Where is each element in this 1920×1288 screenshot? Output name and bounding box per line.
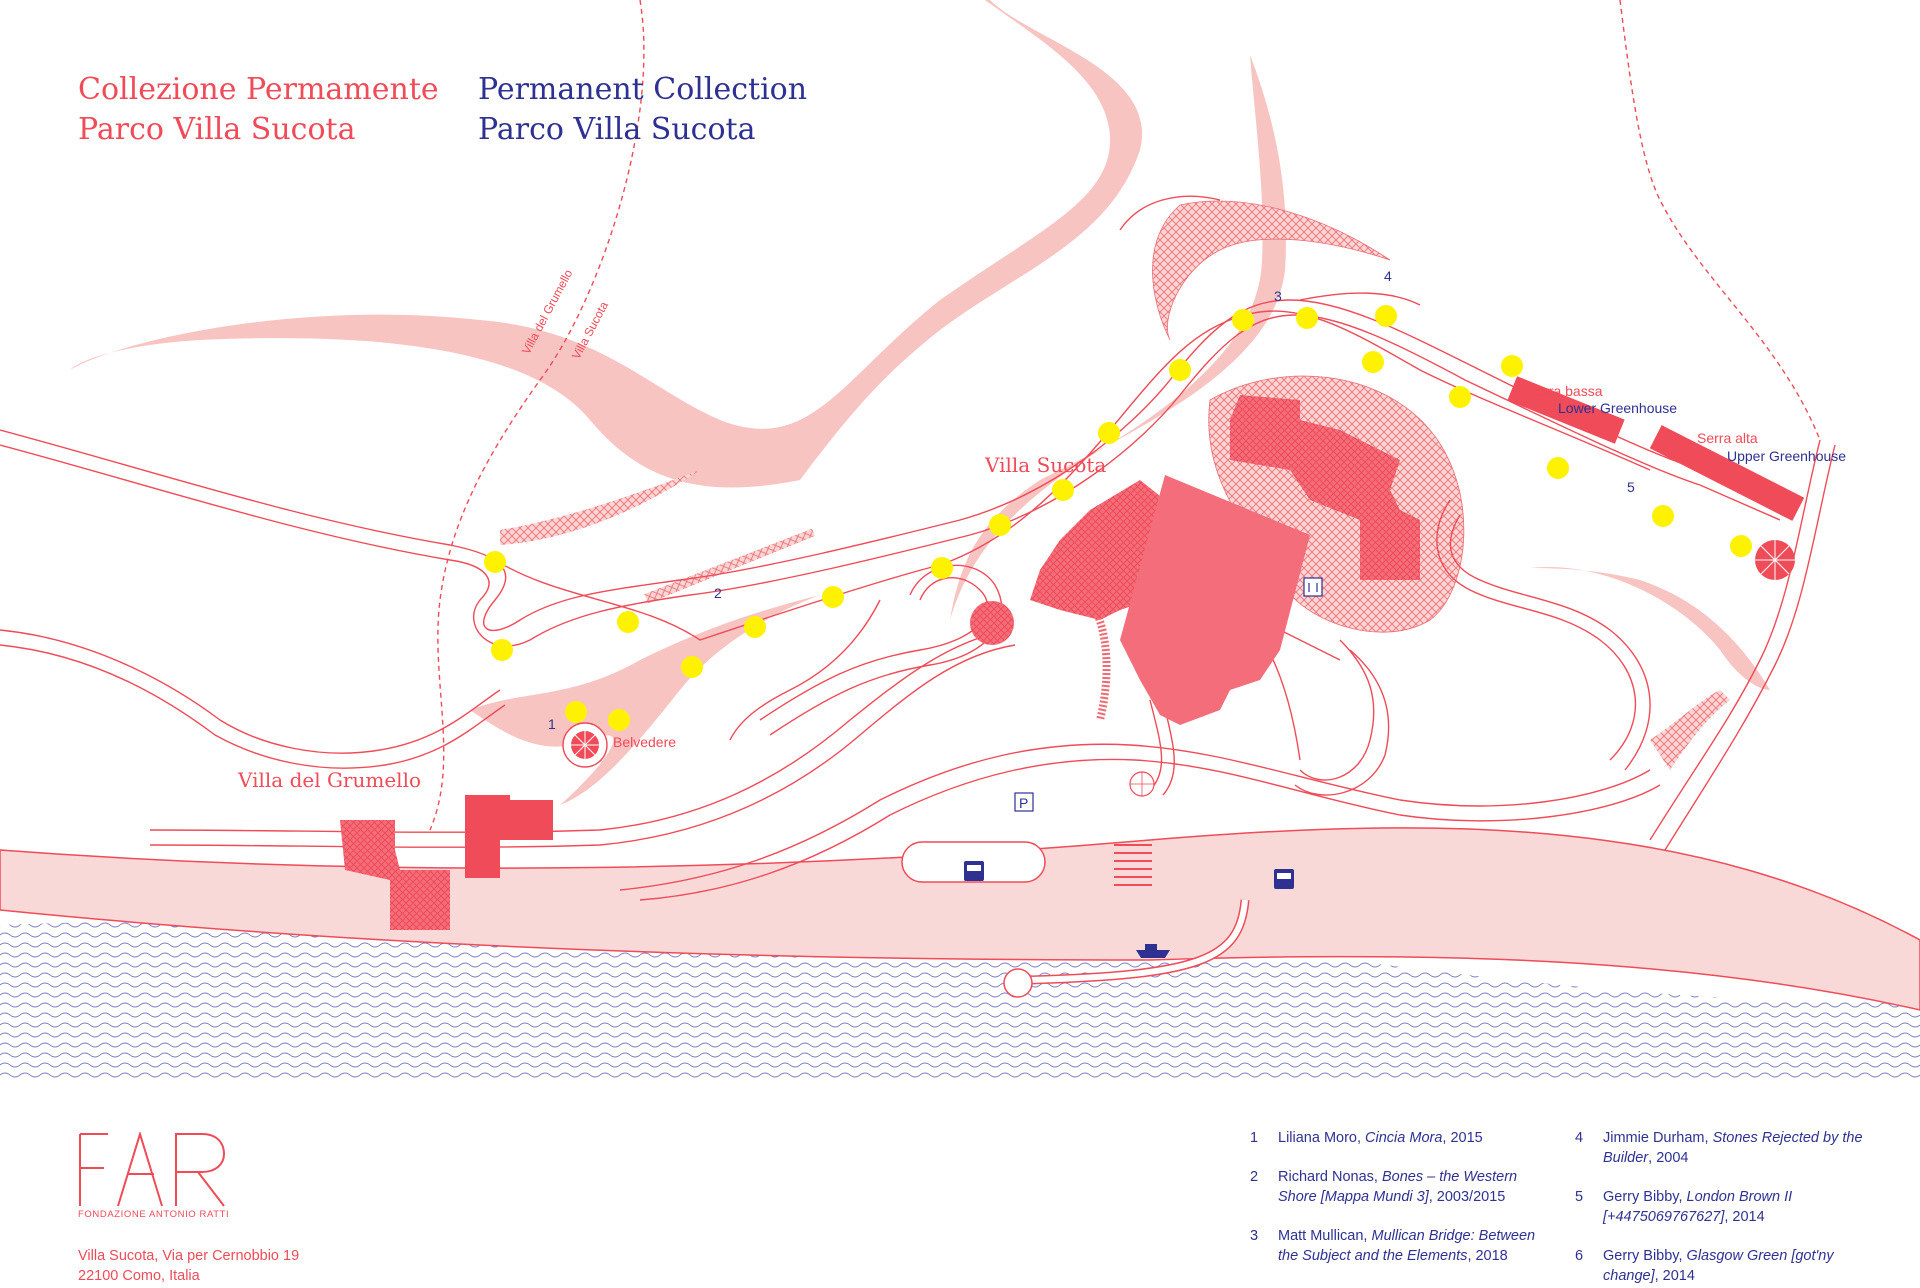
grumello-road xyxy=(429,0,645,831)
boat-icon xyxy=(1136,944,1170,958)
gazebo xyxy=(1755,540,1795,580)
artwork-stops xyxy=(484,305,1752,731)
hatched-slope xyxy=(1152,200,1391,341)
marker-2: 2 xyxy=(714,585,722,601)
label-serra-bassa: Serra bassa xyxy=(1527,383,1603,399)
marker-3: 3 xyxy=(1274,288,1282,304)
park-paths xyxy=(0,195,1836,901)
elevator-icon xyxy=(1303,577,1323,597)
label-lower-greenhouse: Lower Greenhouse xyxy=(1558,400,1678,416)
lake xyxy=(0,910,1920,1080)
label-belvedere: Belvedere xyxy=(613,734,677,750)
label-villa-grumello: Villa del Grumello xyxy=(238,768,422,792)
label-serra-alta: Serra alta xyxy=(1697,430,1758,446)
stream xyxy=(70,0,1143,488)
marker-5: 5 xyxy=(1627,479,1635,495)
foundation-name: FONDAZIONE ANTONIO RATTI xyxy=(78,1209,230,1220)
label-upper-greenhouse: Upper Greenhouse xyxy=(1727,448,1847,464)
villa-sucota-building xyxy=(970,395,1420,725)
marker-1: 1 xyxy=(548,716,556,732)
label-villa-sucota: Villa Sucota xyxy=(985,453,1107,477)
park-map: P xyxy=(0,0,1920,1080)
greenhouses xyxy=(1507,376,1805,521)
belvedere xyxy=(562,722,608,768)
crosswalk xyxy=(1114,844,1152,886)
villa-grumello-building xyxy=(340,795,553,930)
parking-icon: P xyxy=(1014,792,1034,812)
far-logo xyxy=(79,1132,226,1207)
svg-text:P: P xyxy=(1019,795,1028,811)
marker-4: 4 xyxy=(1384,268,1392,284)
